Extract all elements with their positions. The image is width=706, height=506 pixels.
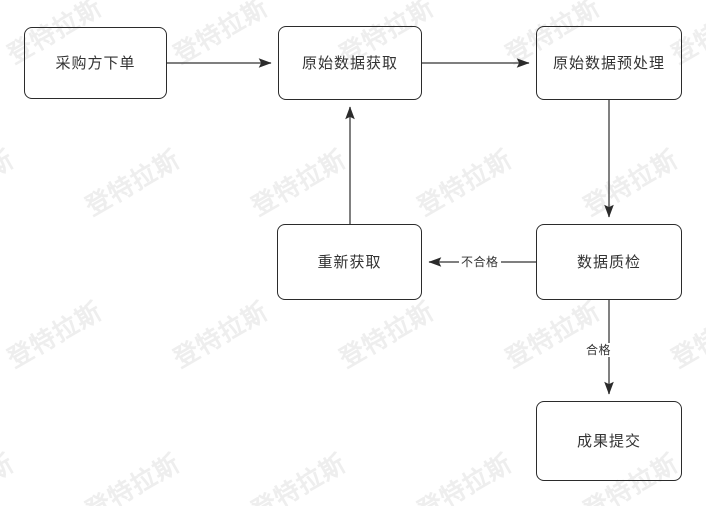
node-submit[interactable]: 成果提交 xyxy=(536,401,682,481)
node-order[interactable]: 采购方下单 xyxy=(24,27,167,99)
node-order-label: 采购方下单 xyxy=(55,54,136,72)
node-fetch[interactable]: 原始数据获取 xyxy=(278,26,422,100)
node-preprocess-label: 原始数据预处理 xyxy=(552,54,665,72)
node-fetch-label: 原始数据获取 xyxy=(301,54,398,72)
node-refetch[interactable]: 重新获取 xyxy=(277,224,422,300)
node-qc[interactable]: 数据质检 xyxy=(536,224,682,300)
node-submit-label: 成果提交 xyxy=(576,432,641,450)
node-preprocess[interactable]: 原始数据预处理 xyxy=(536,26,682,100)
node-refetch-label: 重新获取 xyxy=(317,253,382,271)
edge-label-fail: 不合格 xyxy=(459,255,501,269)
edge-label-pass: 合格 xyxy=(584,343,614,357)
node-qc-label: 数据质检 xyxy=(576,253,641,271)
